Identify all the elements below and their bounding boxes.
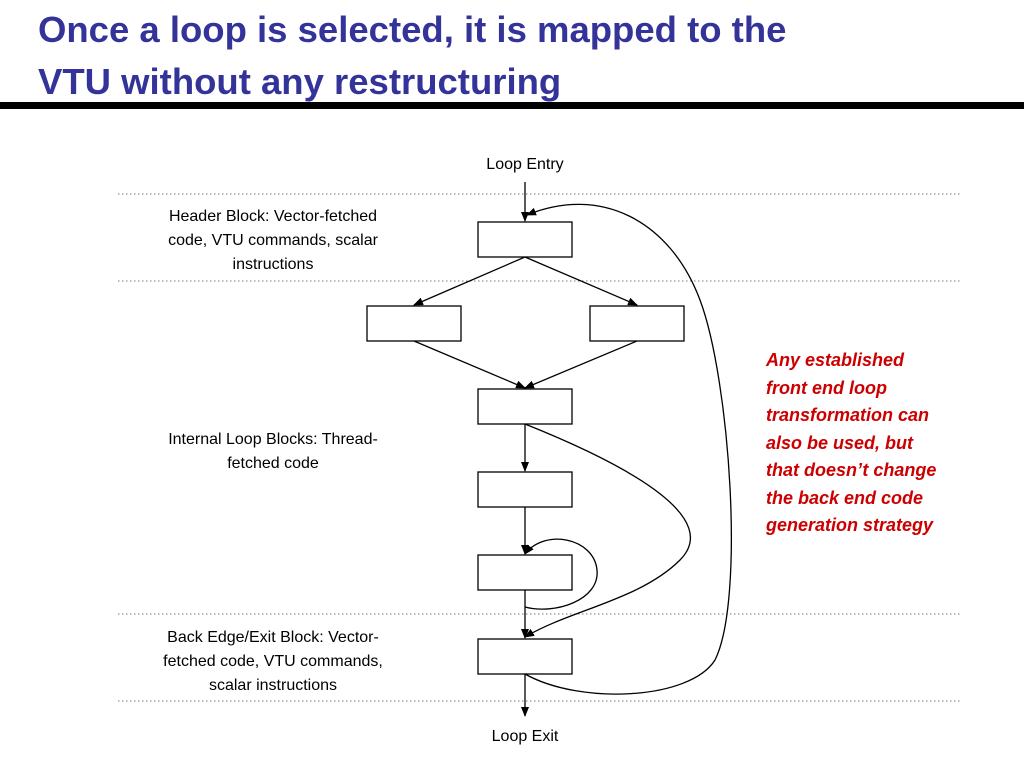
- edge-header-left: [413, 256, 526, 306]
- slide-title-line-1: Once a loop is selected, it is mapped to…: [38, 9, 787, 50]
- merge-block: [477, 388, 573, 425]
- back-edge-region-line-3: scalar instructions: [208, 677, 338, 694]
- right-branch-block: [589, 305, 685, 342]
- loop-exit-label: Loop Exit: [491, 728, 559, 745]
- header-region-line-3: instructions: [232, 256, 314, 273]
- internal-block: [477, 471, 573, 508]
- edge-right-merge: [524, 340, 638, 389]
- side-note-line-6: the back end code: [766, 487, 924, 508]
- header-region-line-1: Header Block: Vector-fetched: [168, 208, 378, 225]
- side-note-line-3: transformation can: [766, 405, 930, 425]
- back-edge-exit-block: [477, 638, 573, 675]
- header-region-label: Header Block: Vector-fetched code, VTU c…: [118, 205, 428, 277]
- internal-region-label: Internal Loop Blocks: Thread- fetched co…: [118, 428, 428, 476]
- back-edge-region-line-1: Back Edge/Exit Block: Vector-: [167, 629, 379, 646]
- back-edge-region-label: Back Edge/Exit Block: Vector- fetched co…: [118, 626, 428, 698]
- back-edge: [524, 203, 732, 695]
- slide-title-line-2: VTU without any restructuring: [38, 61, 562, 102]
- side-note-line-4: also be used, but: [766, 432, 914, 453]
- side-note-line-7: generation strategy: [766, 515, 934, 535]
- side-note-line-2: front end loop: [766, 377, 887, 398]
- edge-header-right: [524, 256, 638, 306]
- skip-edge: [524, 423, 692, 638]
- left-branch-block: [366, 305, 462, 342]
- back-edge-region-line-2: fetched code, VTU commands,: [163, 653, 383, 670]
- self-loop-block: [477, 554, 573, 591]
- internal-region-line-1: Internal Loop Blocks: Thread-: [168, 431, 378, 448]
- title-divider: [0, 102, 1024, 109]
- header-block: [477, 221, 573, 258]
- side-note-line-1: Any established: [766, 350, 905, 370]
- header-region-line-2: code, VTU commands, scalar: [168, 232, 378, 249]
- loop-entry-label: Loop Entry: [486, 156, 564, 173]
- edge-left-merge: [413, 340, 526, 389]
- region-separators: [118, 193, 962, 702]
- side-note-line-5: that doesn’t change: [766, 460, 937, 480]
- side-note: Any established front end loop transform…: [766, 347, 1016, 540]
- self-loop-edge: [524, 538, 598, 610]
- slide-title: Once a loop is selected, it is mapped to…: [38, 4, 998, 108]
- internal-region-line-2: fetched code: [227, 455, 319, 472]
